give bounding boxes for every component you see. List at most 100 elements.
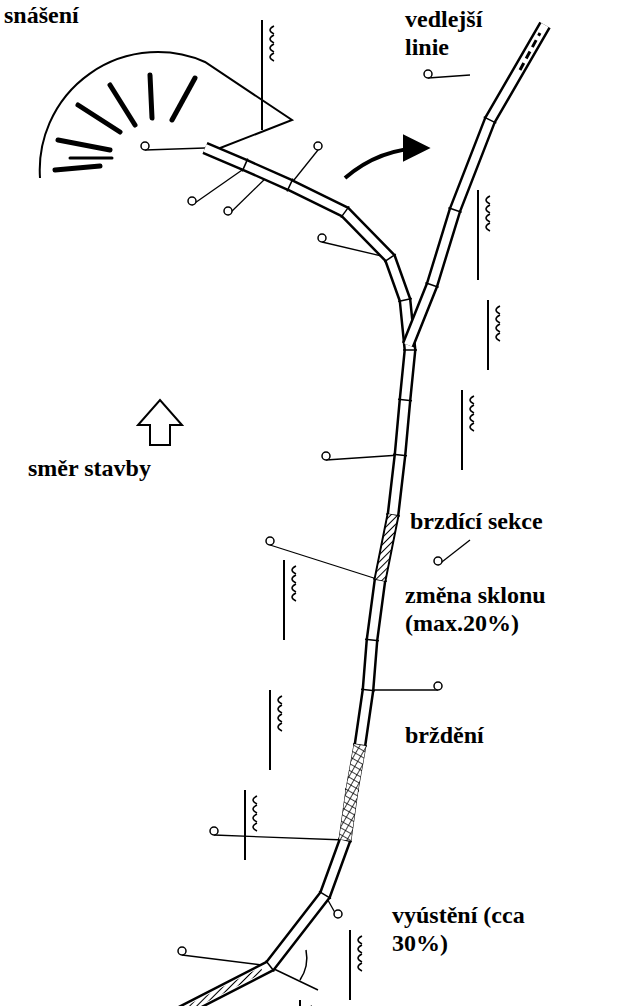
cable: [326, 455, 400, 460]
tree-crown: [270, 44, 274, 52]
tree-crown: [278, 723, 282, 731]
tree-crown: [253, 796, 257, 804]
tree-crown: [496, 315, 500, 323]
chute-outline: [165, 148, 410, 1006]
tree-crown: [253, 814, 257, 822]
tree-crown: [486, 196, 490, 204]
cable: [438, 540, 470, 565]
tree-trunk: [261, 20, 263, 130]
segment-joint: [398, 299, 412, 302]
segment-joint: [266, 960, 275, 971]
direction-arrow: [138, 400, 182, 445]
logs: [55, 75, 195, 170]
tree-crown: [270, 53, 274, 61]
tree-trunk: [461, 390, 463, 470]
tree-crown: [470, 414, 474, 422]
direction-label: směr stavby: [28, 455, 151, 483]
cable: [182, 955, 270, 966]
anchor: [434, 557, 442, 565]
anchor: [141, 142, 149, 150]
tree-crown: [278, 714, 282, 722]
cable: [145, 148, 205, 150]
tree-crown: [292, 584, 296, 592]
segment-joint: [393, 454, 407, 455]
side-chute-outline: [408, 25, 545, 345]
segment-joint: [341, 206, 349, 217]
side-line-label: vedlejší linie: [405, 6, 525, 61]
tree-trunk: [269, 690, 271, 770]
anchor: [434, 682, 442, 690]
anchor: [318, 234, 326, 242]
tree-crown: [253, 805, 257, 813]
gathering-area: [40, 52, 292, 178]
tree-crown: [496, 324, 500, 332]
tree-crown: [470, 405, 474, 413]
tree-crown: [486, 214, 490, 222]
tree-crown: [470, 423, 474, 431]
outlet-label: vyústění (cca 30%): [392, 902, 542, 957]
anchor: [266, 537, 274, 545]
tree-crown: [253, 823, 257, 831]
segment-joint: [425, 283, 438, 288]
segment-joint: [448, 208, 461, 213]
cable: [428, 75, 470, 78]
cable: [368, 689, 438, 690]
segment-joint: [398, 399, 412, 400]
area-label: snášení: [4, 2, 79, 30]
tree-crown: [486, 205, 490, 213]
tree-crown: [358, 963, 362, 971]
segment-joint: [361, 689, 375, 691]
segment-joint: [403, 349, 417, 351]
anchor: [314, 142, 322, 150]
tree-crown: [292, 575, 296, 583]
tree-crown: [270, 26, 274, 34]
tree-crown: [270, 35, 274, 43]
anchor: [424, 70, 432, 78]
anchor: [178, 947, 186, 955]
tree-crown: [292, 566, 296, 574]
tree-crown: [358, 954, 362, 962]
chute: [165, 25, 545, 1006]
tree-crown: [358, 945, 362, 953]
segment-joint: [365, 639, 379, 641]
segment-joint: [287, 179, 293, 192]
outlet: [175, 970, 262, 1006]
slope-label: změna sklonu (max.20%): [405, 582, 605, 637]
anchor: [210, 827, 218, 835]
tree-crown: [358, 936, 362, 944]
tree-crown: [486, 223, 490, 231]
tree-trunk: [349, 930, 351, 1000]
tree-trunk: [487, 300, 489, 370]
side-arrow: [345, 148, 425, 178]
tree-trunk: [299, 1000, 301, 1006]
brake: [345, 745, 360, 840]
anchor: [334, 910, 342, 918]
anchor: [224, 207, 232, 215]
cable: [228, 176, 268, 215]
tree-crown: [278, 705, 282, 713]
cable: [214, 835, 345, 840]
tree-trunk: [244, 790, 246, 860]
cable: [192, 168, 245, 205]
tree-trunk: [477, 190, 479, 280]
anchor: [322, 452, 330, 460]
segment-joint: [242, 159, 248, 172]
side-chute: [408, 25, 545, 345]
chute: [165, 148, 410, 1006]
section-label: brzdící sekce: [410, 508, 543, 536]
segment-joint: [484, 117, 497, 123]
tree-crown: [496, 306, 500, 314]
segment-joint: [319, 891, 331, 898]
side-chute-end: [520, 33, 540, 70]
cable: [290, 150, 318, 185]
segment-joint: [384, 254, 396, 262]
tree-crown: [292, 593, 296, 601]
tree-crown: [470, 396, 474, 404]
braking-section: [380, 515, 393, 580]
anchor: [188, 197, 196, 205]
cable: [270, 545, 380, 580]
tree-crown: [278, 696, 282, 704]
braking-label: brždění: [405, 722, 484, 750]
